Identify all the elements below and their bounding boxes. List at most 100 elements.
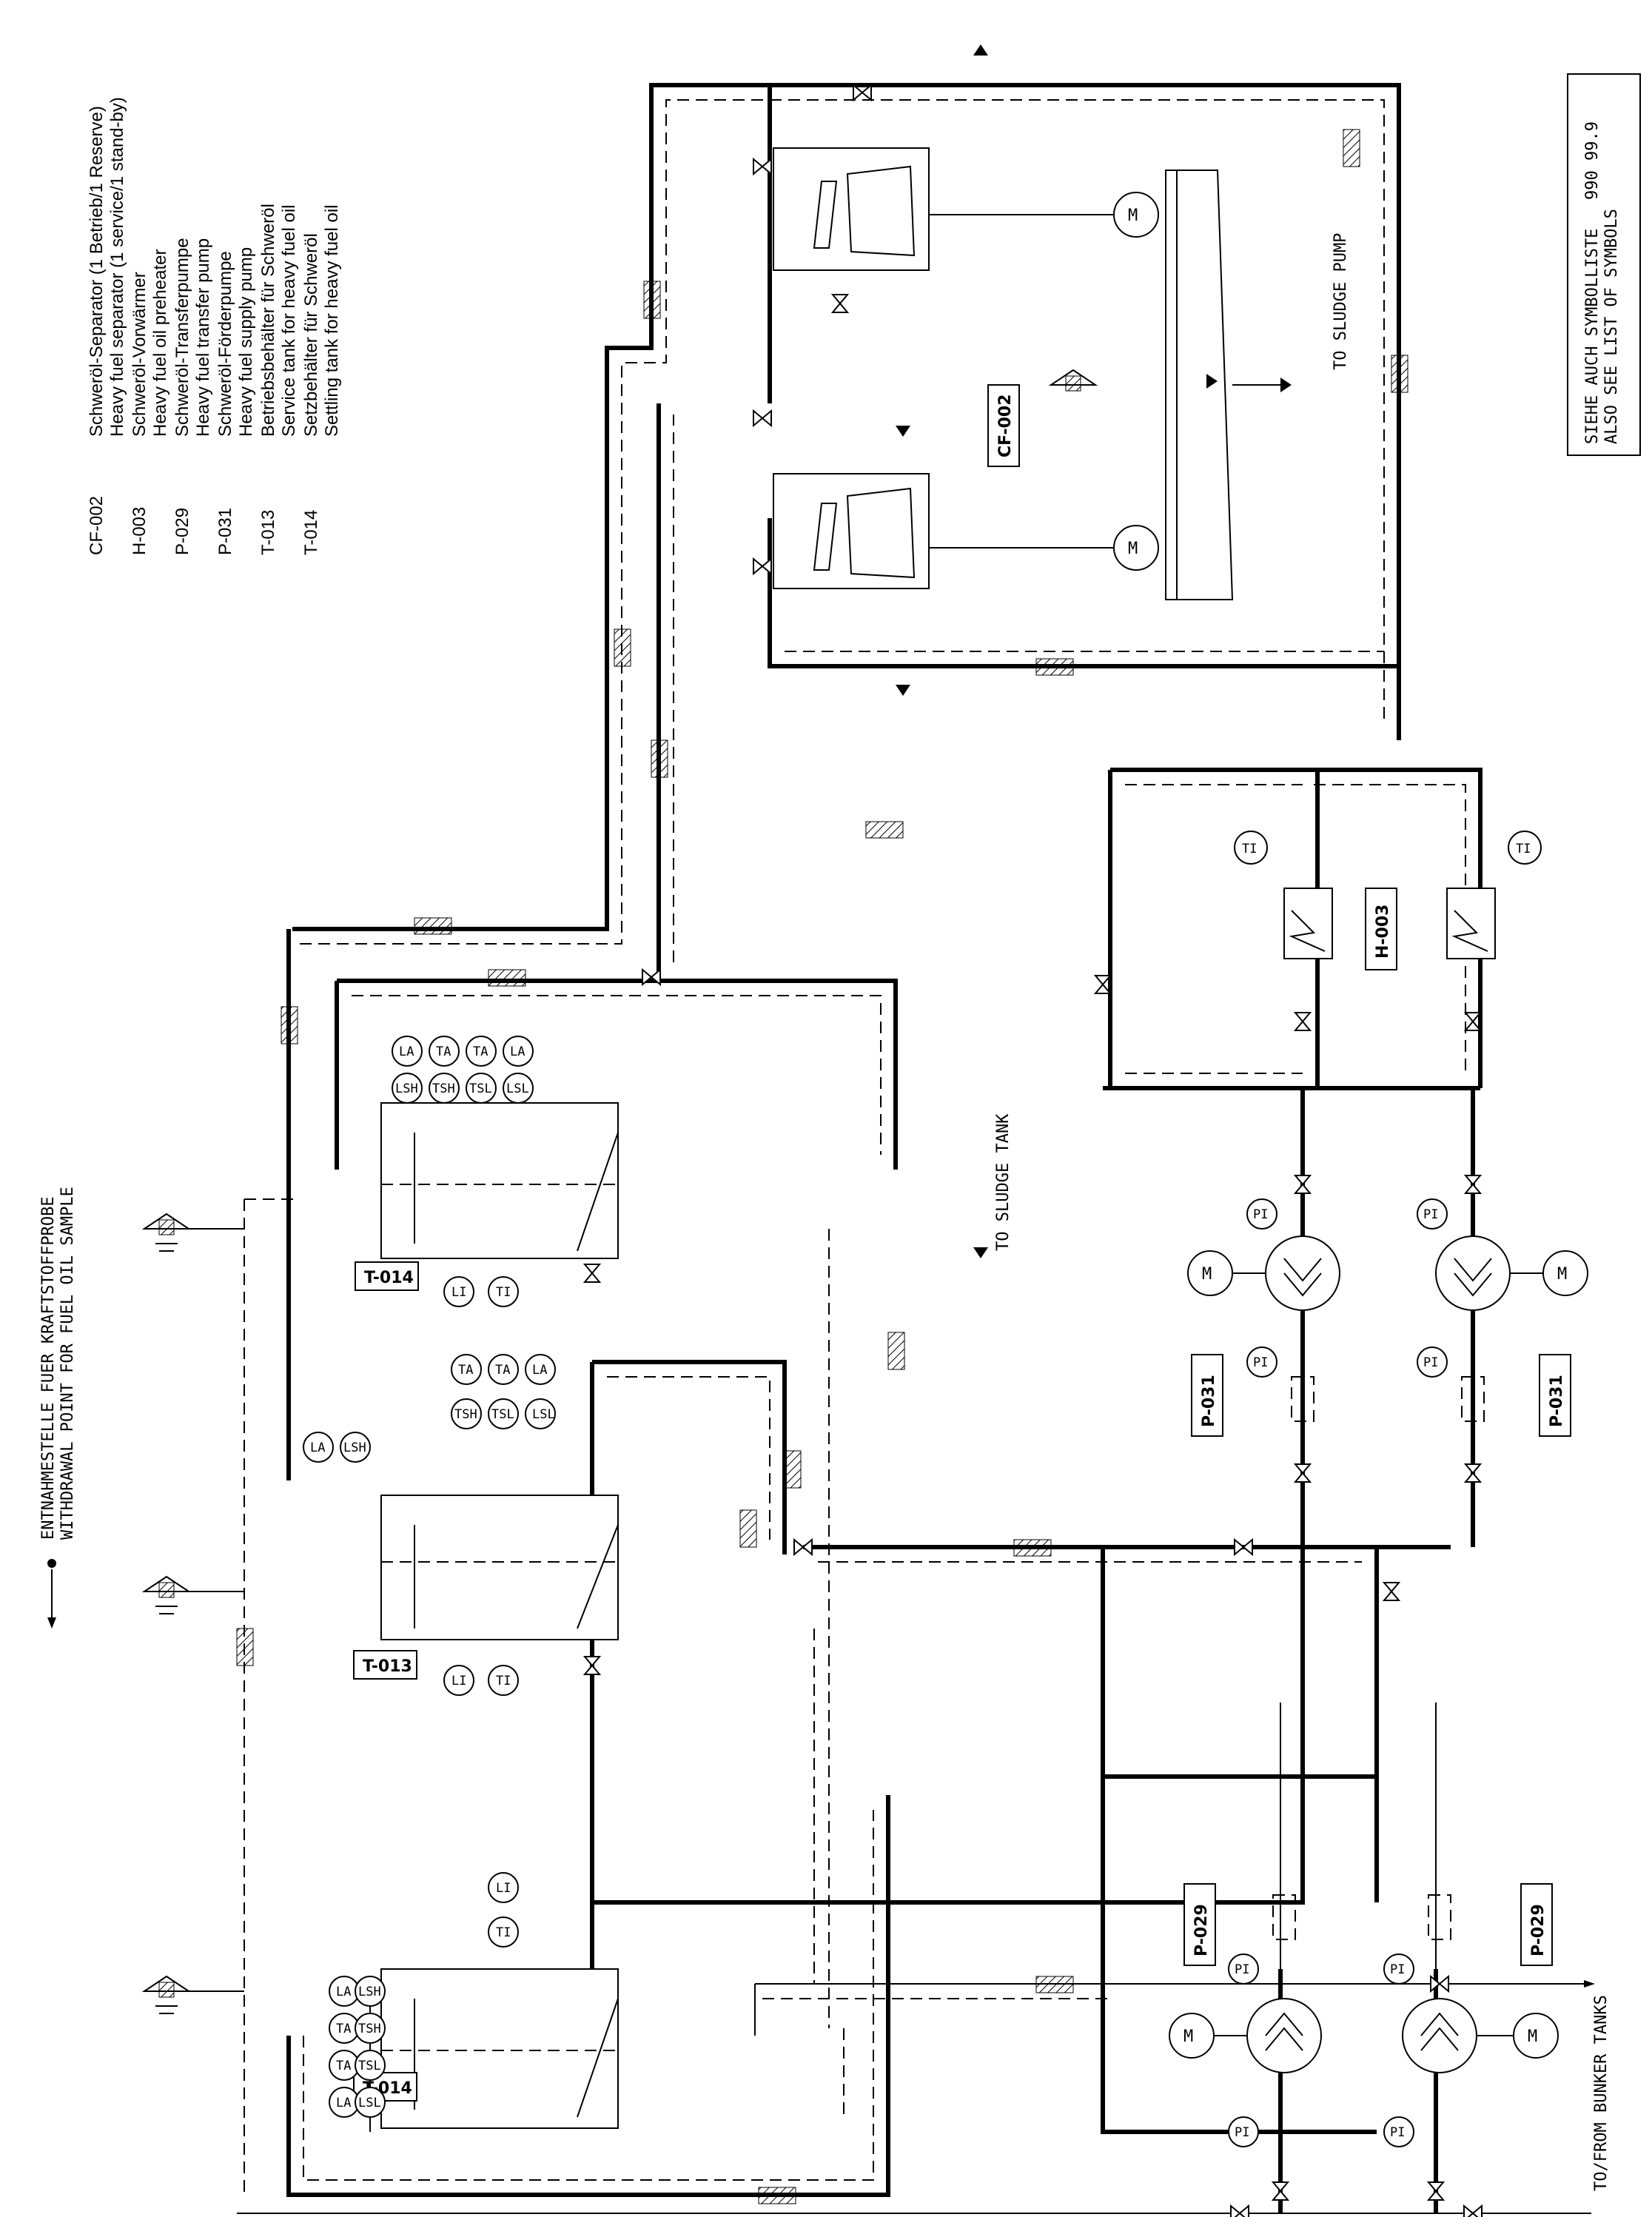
instrument-label: LA bbox=[310, 1440, 325, 1455]
symbol-list-note: SIEHE AUCH SYMBOLLISTE ALSO SEE LIST OF … bbox=[1567, 73, 1641, 456]
instrument-label: TA bbox=[336, 2059, 351, 2073]
instrument-label: LSL bbox=[532, 1407, 555, 1422]
legend-text-de: Betriebsbehälter für Schweröl bbox=[258, 204, 278, 437]
legend-text-en: Settling tank for heavy fuel oil bbox=[322, 204, 342, 437]
legend-text-de: Schweröl-Transferpumpe bbox=[172, 238, 192, 437]
preheater-lower: TI bbox=[1446, 831, 1542, 959]
instrument-label: LA bbox=[336, 1985, 351, 1999]
sample-note-de: ENTNAHMESTELLE FUER KRAFTSTOFFPROBE bbox=[39, 1196, 58, 1540]
sludge-tank bbox=[1165, 170, 1292, 600]
to-sludge-tank-label: TO SLUDGE TANK bbox=[994, 1113, 1013, 1251]
instrument-label: TSH bbox=[432, 1081, 455, 1096]
legend-row: H-003 Schweröl-Vorwärmer Heavy fuel oil … bbox=[130, 249, 170, 555]
motor-label: M bbox=[1128, 540, 1138, 558]
separator-tag-box bbox=[987, 384, 1020, 467]
instrument-label: LSH bbox=[343, 1440, 366, 1455]
instrument-label: TA bbox=[473, 1044, 488, 1059]
instrument-group-lower-tank: LA LSH TA TSH TA TSL LA LSL LI TI bbox=[329, 1872, 519, 2132]
legend-text-de: Schweröl-Vorwärmer bbox=[130, 272, 150, 437]
legend-text-de: Schweröl-Förderpumpe bbox=[215, 251, 235, 437]
instrument-label: TSH bbox=[358, 2022, 381, 2036]
instrument-label: TSL bbox=[469, 1081, 492, 1096]
flow-arrows bbox=[896, 44, 1595, 1988]
service-tank-tag: T-013 bbox=[363, 1657, 412, 1676]
legend-text-en: Heavy fuel transfer pump bbox=[193, 238, 213, 437]
motor-label: M bbox=[1128, 207, 1138, 225]
separator-right: M bbox=[773, 147, 1159, 271]
preheater-tag: H-003 bbox=[1374, 905, 1392, 959]
instrument-label: LI bbox=[496, 1881, 511, 1896]
instrument-label: LSH bbox=[395, 1081, 418, 1096]
instrument-label: LA bbox=[532, 1363, 547, 1378]
instrument-label: LA bbox=[510, 1044, 525, 1059]
settling-tank-tag-2: T-014 bbox=[364, 1269, 414, 1287]
separator-left: M bbox=[773, 473, 1159, 589]
instrument-label: TI bbox=[496, 1925, 511, 1940]
motor-label: M bbox=[1202, 1265, 1212, 1284]
sample-point-note: ENTNAHMESTELLE FUER KRAFTSTOFFPROBE WITH… bbox=[39, 1187, 77, 1629]
pressure-indicator-label: PI bbox=[1423, 1207, 1438, 1222]
service-tank: T-013 bbox=[353, 1495, 619, 1680]
instrument-label: LI bbox=[451, 1285, 466, 1300]
instrument-label: TSL bbox=[491, 1407, 514, 1422]
insulation-marks bbox=[236, 129, 1408, 2204]
legend-row: CF-002 Schweröl-Separator (1 Betrieb/1 R… bbox=[87, 97, 127, 555]
legend-row: P-031 Schweröl-Förderpumpe Heavy fuel su… bbox=[215, 247, 256, 555]
pressure-indicator-label: PI bbox=[1390, 2125, 1405, 2140]
instrument-label: LSL bbox=[358, 2096, 381, 2110]
instrument-label: LA bbox=[399, 1044, 414, 1059]
symbols-note-en: ALSO SEE LIST OF SYMBOLS bbox=[1602, 209, 1621, 444]
transfer-pump-tag: P-029 bbox=[1192, 1904, 1211, 1956]
temperature-indicator-label: TI bbox=[1242, 842, 1257, 856]
preheater-upper: TI bbox=[1234, 831, 1333, 959]
instrument-label: TA bbox=[336, 2022, 351, 2036]
instrument-label: LSH bbox=[358, 1985, 381, 1999]
sample-note-en: WITHDRAWAL POINT FOR FUEL OIL SAMPLE bbox=[58, 1187, 77, 1540]
supply-pump-tag: P-031 bbox=[1200, 1375, 1218, 1427]
legend-code: P-029 bbox=[172, 508, 192, 555]
separator-tag: CF-002 bbox=[996, 394, 1015, 457]
pressure-indicator-label: PI bbox=[1253, 1355, 1268, 1370]
supply-pump-tag-box bbox=[1191, 1354, 1223, 1437]
legend-code: H-003 bbox=[130, 507, 150, 555]
temperature-indicator-label: TI bbox=[1516, 842, 1531, 856]
legend-text-en: Service tank for heavy fuel oil bbox=[279, 205, 299, 437]
legend: CF-002 Schweröl-Separator (1 Betrieb/1 R… bbox=[87, 97, 342, 555]
pressure-indicator-label: PI bbox=[1253, 1207, 1268, 1222]
transfer-pump-upper: M PI PI bbox=[1169, 1894, 1322, 2147]
tank-tag-box bbox=[355, 1261, 419, 1291]
pressure-indicator-label: PI bbox=[1235, 1962, 1249, 1977]
instrument-label: TA bbox=[436, 1044, 451, 1059]
sample-points bbox=[141, 369, 1098, 2014]
legend-row: T-014 Setzbehälter für Schweröl Settling… bbox=[301, 204, 342, 555]
instrument-label: TSL bbox=[358, 2059, 381, 2073]
legend-text-en: Heavy fuel separator (1 service/1 stand-… bbox=[107, 97, 127, 437]
pipe-network bbox=[237, 83, 1591, 2214]
supply-pump-tag-2: P-031 bbox=[1548, 1375, 1566, 1427]
supply-pump-lower: M PI PI bbox=[1417, 1198, 1588, 1422]
instrument-label: LA bbox=[336, 2096, 351, 2110]
pressure-indicator-label: PI bbox=[1235, 2125, 1249, 2140]
legend-text-de: Setzbehälter für Schweröl bbox=[301, 233, 321, 437]
tank-tag-box bbox=[353, 1650, 417, 1680]
supply-pump-upper: M PI PI bbox=[1187, 1198, 1340, 1422]
instrument-label: LI bbox=[451, 1674, 466, 1688]
motor-label: M bbox=[1528, 2028, 1537, 2046]
transfer-pump-tag-box bbox=[1183, 1883, 1216, 1966]
instrument-label: LSL bbox=[506, 1081, 529, 1096]
legend-row: T-013 Betriebsbehälter für Schweröl Serv… bbox=[258, 204, 299, 555]
valves bbox=[582, 83, 1483, 2217]
motor-label: M bbox=[1557, 1265, 1567, 1284]
transfer-pump-tag-2: P-029 bbox=[1529, 1904, 1548, 1956]
instrument-label: TA bbox=[495, 1363, 510, 1378]
transfer-pump-lower: M PI PI bbox=[1383, 1894, 1559, 2147]
instrument-group-service-tank: LA LSH TA TSH TA TSL LA LSL LI TI bbox=[303, 1354, 556, 1696]
supply-pump-tag-box bbox=[1539, 1354, 1571, 1437]
symbols-note-de: SIEHE AUCH SYMBOLLISTE bbox=[1583, 229, 1602, 444]
instrument-label: TI bbox=[496, 1674, 511, 1688]
instrument-label: TI bbox=[496, 1285, 511, 1300]
legend-text-de: Schweröl-Separator (1 Betrieb/1 Reserve) bbox=[87, 106, 107, 437]
instrument-label: TSH bbox=[454, 1407, 477, 1422]
pressure-indicator-label: PI bbox=[1390, 1962, 1405, 1977]
